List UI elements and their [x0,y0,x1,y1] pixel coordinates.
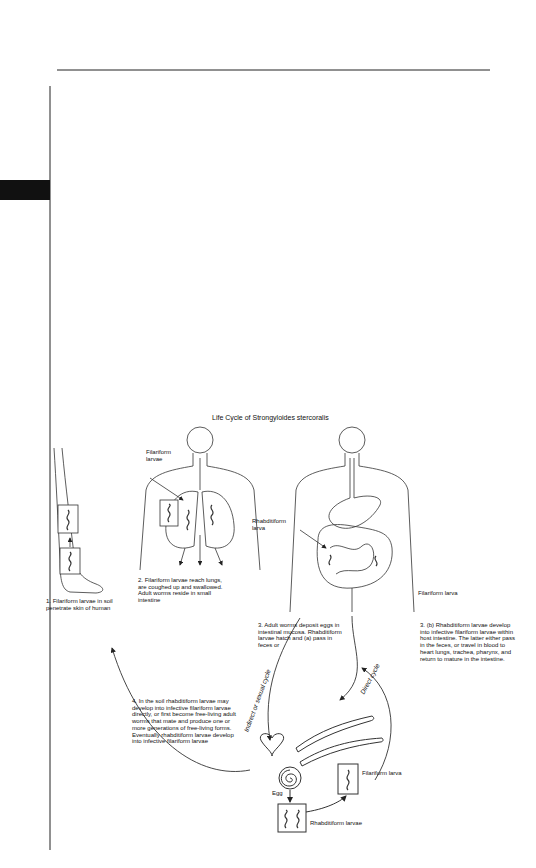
lung-figure [150,478,183,500]
lung-figure [168,504,170,522]
leg-figure [54,448,103,593]
worm-figures [300,738,383,766]
worm-figures [260,734,283,756]
part-label: Rhabditiform larvae [310,820,380,827]
leg-figure [70,538,71,547]
lung-figure [187,427,213,453]
intestine-figure [290,427,414,612]
intestine-figure [329,555,377,566]
worm-figures [338,764,358,794]
page-frame [0,180,50,200]
part-label: Egg [272,790,292,797]
leg-figure [69,552,71,571]
intestine-figure [290,453,414,612]
intestine-figure [329,496,381,528]
diagram-title: Life Cycle of Strongyloides stercoralis [212,414,329,422]
step-note: 4. In the soil rhabditiform larvae may d… [132,698,236,745]
intestine-figure [339,427,365,453]
lung-figure [140,453,260,570]
lung-figure [140,427,260,570]
cycle-label: Direct cycle [359,662,381,695]
worm-figures [306,796,346,812]
cycle-label: Indirect or sexual cycle [243,668,272,733]
worm-figures [290,790,291,802]
leg-figure [54,448,103,593]
step-note: 3. Adult worms deposit eggs in intestina… [258,622,342,649]
step-note: 2. Filariform larvae reach lungs, are co… [138,577,232,604]
lung-figure [200,535,201,565]
cycle-arrows [340,616,357,700]
page-frame [57,70,490,71]
intestine-figure [352,588,353,612]
cycle-arrows [112,616,391,780]
part-label: Filariform larva [418,590,458,597]
part-label: Rhabditiform larva [252,518,296,531]
worm-figures [278,804,306,832]
step-note: 3. (b) Rhabditiform larvae develop into … [420,622,516,662]
lung-figure [160,500,178,526]
lung-figure [202,491,234,548]
worm-figures [347,770,349,790]
step-note: 1. Filariform larvae in soil penetrate s… [46,598,126,611]
intestine-figure [317,525,392,589]
lung-figure [180,548,185,565]
part-label: Filariform larvae [146,449,180,462]
leg-figure [60,548,80,574]
cycle-arrows [112,648,250,771]
page-frame [50,86,51,850]
lung-figure [215,548,222,565]
worm-figures [281,770,296,786]
lung-figure [200,458,201,490]
part-label: Filariform larva [362,770,406,777]
page-frame [0,70,490,850]
intestine-figure [330,544,374,574]
intestine-figure [300,530,326,548]
intestine-figure [350,458,354,498]
leg-figure [58,505,78,533]
lung-figure [187,505,213,530]
worm-figures [279,767,301,789]
worm-figures [285,810,299,828]
leg-figure [67,510,69,530]
